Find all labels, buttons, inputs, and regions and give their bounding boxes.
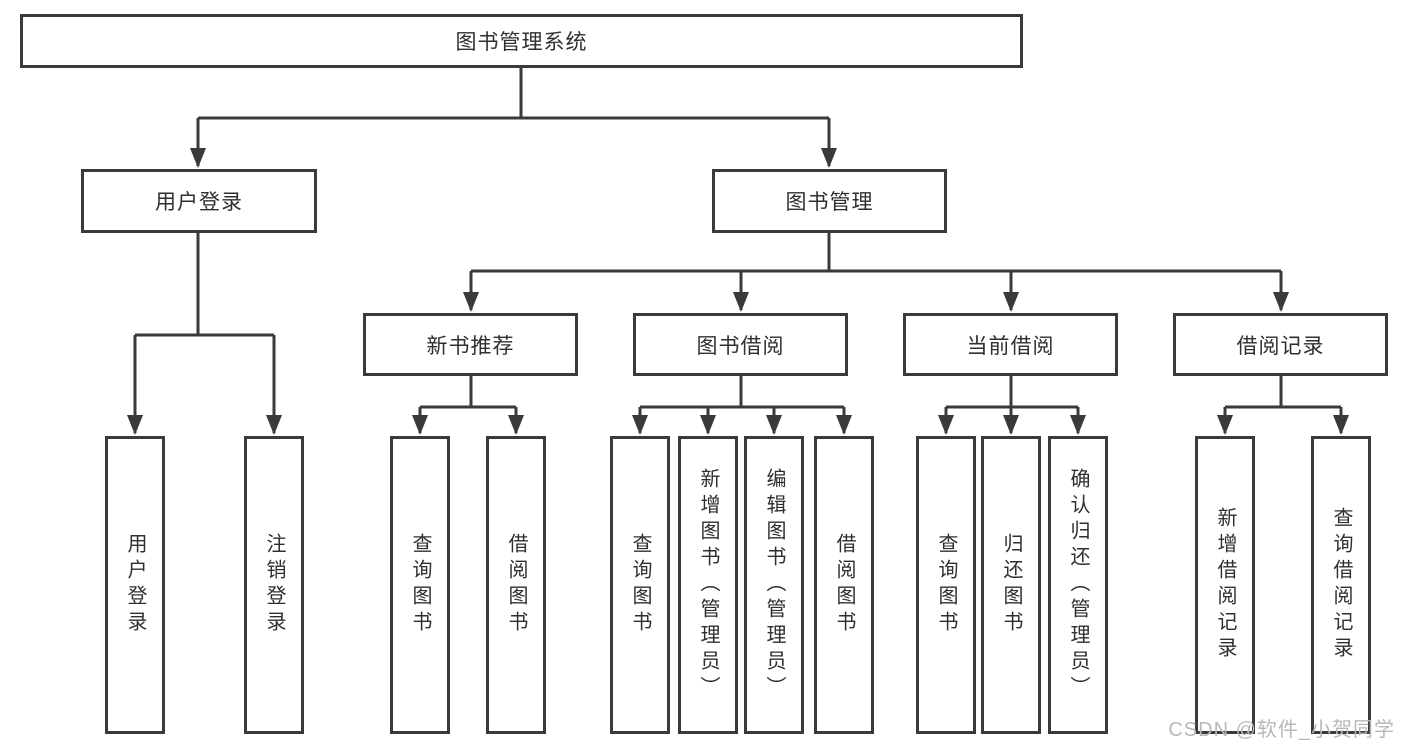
node-label: 新书推荐	[426, 334, 515, 358]
node-current-borrow: 当前借阅	[903, 313, 1118, 376]
leaf-add-books-admin: 新增图书（管理员）	[678, 436, 738, 734]
leaf-user-login: 用户登录	[105, 436, 165, 734]
node-root-label: 图书管理系统	[455, 31, 588, 54]
node-book-management: 图书管理	[712, 169, 947, 233]
leaf-label: 查询借阅记录	[1330, 507, 1352, 663]
leaf-borrow-books-recommend: 借阅图书	[486, 436, 546, 734]
connector-new-book	[418, 376, 518, 433]
node-label: 图书借阅	[696, 334, 785, 358]
csdn-watermark: CSDN @软件_小贺同学	[1168, 719, 1395, 741]
connector-current-borrow	[944, 376, 1080, 433]
connector-book-management	[469, 233, 1283, 310]
node-label: 借阅记录	[1236, 334, 1325, 358]
leaf-label: 注销登录	[263, 533, 285, 637]
leaf-label: 查询图书	[629, 533, 651, 637]
connector-borrow-records	[1223, 376, 1343, 433]
leaf-borrow-books: 借阅图书	[814, 436, 874, 734]
leaf-logout: 注销登录	[244, 436, 304, 734]
leaf-add-borrow-record: 新增借阅记录	[1195, 436, 1255, 734]
node-user-login: 用户登录	[81, 169, 317, 233]
node-label: 当前借阅	[966, 334, 1055, 358]
leaf-query-books-recommend: 查询图书	[390, 436, 450, 734]
leaf-return-books: 归还图书	[981, 436, 1041, 734]
leaf-label: 新增图书（管理员）	[697, 468, 719, 702]
connector-root	[196, 68, 831, 166]
leaf-label: 编辑图书（管理员）	[763, 468, 785, 702]
leaf-label: 确认归还（管理员）	[1067, 468, 1089, 702]
leaf-label: 用户登录	[124, 533, 146, 637]
leaf-label: 借阅图书	[833, 533, 855, 637]
node-borrow-records: 借阅记录	[1173, 313, 1388, 376]
node-root-system: 图书管理系统	[20, 14, 1023, 68]
leaf-query-borrow-record: 查询借阅记录	[1311, 436, 1371, 734]
node-label: 用户登录	[155, 191, 243, 214]
leaf-query-books-current: 查询图书	[916, 436, 976, 734]
leaf-label: 归还图书	[1000, 533, 1022, 637]
leaf-label: 查询图书	[935, 533, 957, 637]
leaf-label: 新增借阅记录	[1214, 507, 1236, 663]
leaf-query-books-borrow: 查询图书	[610, 436, 670, 734]
node-book-borrow: 图书借阅	[633, 313, 848, 376]
leaf-label: 查询图书	[409, 533, 431, 637]
node-new-book-recommend: 新书推荐	[363, 313, 578, 376]
connector-book-borrow	[638, 376, 846, 433]
leaf-label: 借阅图书	[505, 533, 527, 637]
node-label: 图书管理	[785, 191, 874, 214]
leaf-confirm-return-admin: 确认归还（管理员）	[1048, 436, 1108, 734]
leaf-edit-books-admin: 编辑图书（管理员）	[744, 436, 804, 734]
connector-user-login	[133, 233, 276, 433]
